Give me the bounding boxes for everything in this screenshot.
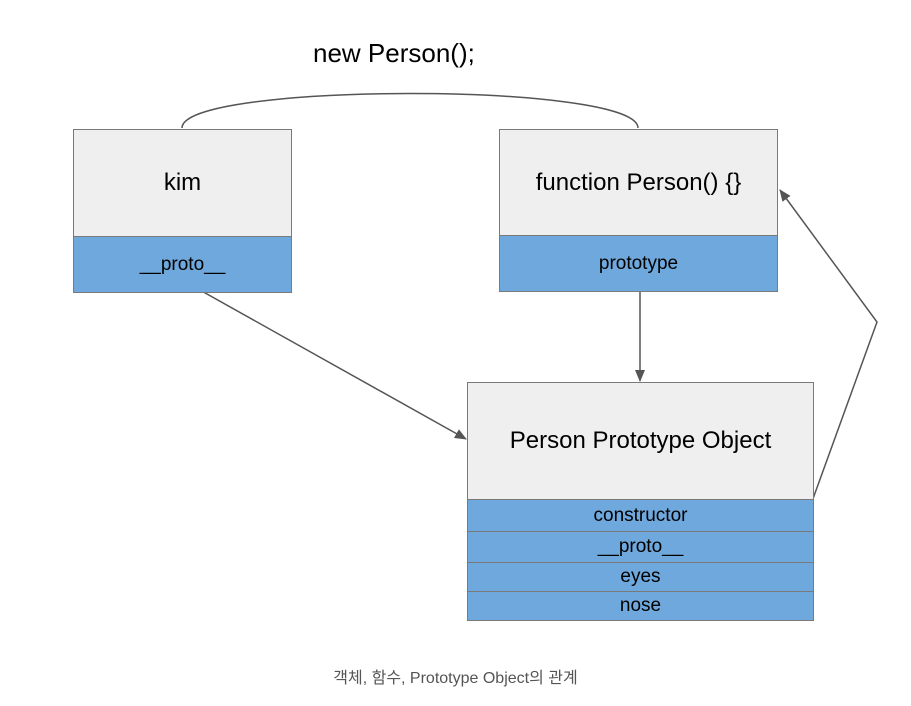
kim-proto-arrow [181,279,467,440]
prototype-slot-proto: __proto__ [468,531,813,562]
kim-title: kim [74,130,291,236]
person-function-title: function Person() {} [500,130,777,235]
prototype-slot-constructor: constructor [468,499,813,531]
person-prototype-slot: prototype [500,235,777,291]
new-person-arc [181,92,639,129]
prototype-object-title: Person Prototype Object [468,383,813,499]
prototype-slot-eyes: eyes [468,562,813,591]
figure-caption: 객체, 함수, Prototype Object의 관계 [333,670,578,687]
constructor-arrow [779,189,878,519]
new-person-label: new Person(); [313,38,475,68]
kim-proto-slot: __proto__ [74,236,291,292]
kim-object-box: kim __proto__ [73,129,292,293]
prototype-slot-nose: nose [468,591,813,620]
prototype-object-box: Person Prototype Object constructor __pr… [467,382,814,621]
person-function-box: function Person() {} prototype [499,129,778,292]
